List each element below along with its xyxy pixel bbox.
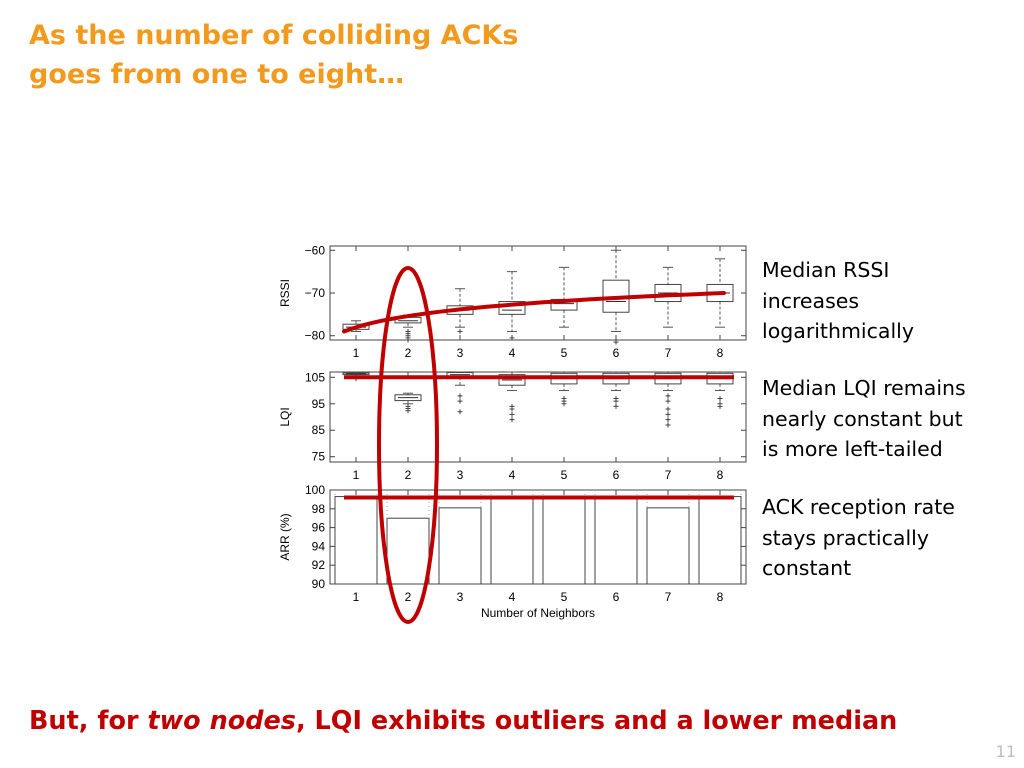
y-tick-label: −70 <box>305 286 326 300</box>
y-tick-label: 90 <box>312 577 326 591</box>
outlier-marker <box>509 335 515 341</box>
x-tick-label: 6 <box>613 346 620 360</box>
x-tick-label: 1 <box>353 590 360 604</box>
annotation-rssi-line: logarithmically <box>762 319 914 343</box>
annotation-lqi-line: Median LQI remains <box>762 376 966 400</box>
conclusion-part-1: But, for <box>29 706 148 736</box>
annotation-lqi-line: is more left-tailed <box>762 437 943 461</box>
y-tick-label: 105 <box>305 370 325 384</box>
x-tick-label: 5 <box>561 346 568 360</box>
x-tick-label: 4 <box>509 468 516 482</box>
outlier-marker <box>457 393 463 399</box>
x-tick-label: 8 <box>717 590 724 604</box>
outlier-marker <box>665 406 671 412</box>
y-tick-label: 75 <box>312 450 326 464</box>
y-tick-label: 92 <box>312 558 326 572</box>
y-tick-label: 85 <box>312 423 326 437</box>
y-tick-label: 96 <box>312 521 326 535</box>
bar <box>490 496 534 585</box>
y-tick-label: 98 <box>312 502 326 516</box>
bar <box>334 496 378 585</box>
x-tick-label: 8 <box>717 468 724 482</box>
outlier-marker <box>613 403 619 409</box>
x-tick-label: 3 <box>457 346 464 360</box>
outlier-marker <box>457 409 463 415</box>
annotation-lqi-line: nearly constant but <box>762 406 963 431</box>
y-axis-label: LQI <box>278 407 292 426</box>
outlier-marker <box>457 398 463 404</box>
annotation-rssi-line: increases <box>762 288 860 313</box>
y-axis-label: ARR (%) <box>278 513 292 560</box>
bar <box>646 507 690 585</box>
bar <box>386 517 430 585</box>
slide-title: As the number of colliding ACKs goes fro… <box>29 16 629 94</box>
y-tick-label: −80 <box>305 329 326 343</box>
outlier-marker <box>665 422 671 428</box>
outlier-marker <box>665 411 671 417</box>
outlier-marker <box>665 393 671 399</box>
conclusion-part-2: , LQI exhibits outliers and a lower medi… <box>295 706 898 736</box>
outlier-marker <box>717 395 723 401</box>
x-tick-label: 6 <box>613 468 620 482</box>
bar <box>698 496 742 585</box>
x-axis-label: Number of Neighbors <box>481 606 595 620</box>
outlier-marker <box>665 398 671 404</box>
x-tick-label: 2 <box>405 346 412 360</box>
outlier-marker <box>665 417 671 423</box>
annotation-lqi: Median LQI remains nearly constant but i… <box>762 373 966 465</box>
y-tick-label: −60 <box>305 243 326 257</box>
outlier-marker <box>561 401 567 407</box>
x-tick-label: 5 <box>561 590 568 604</box>
x-tick-label: 6 <box>613 590 620 604</box>
x-tick-label: 7 <box>665 346 672 360</box>
annotation-arr: ACK reception rate stays practically con… <box>762 492 955 584</box>
outlier-marker <box>613 398 619 404</box>
annotation-arr-line: constant <box>762 556 852 580</box>
x-tick-label: 4 <box>509 590 516 604</box>
y-tick-label: 100 <box>305 483 325 497</box>
bar <box>542 496 586 585</box>
conclusion-emphasis: two nodes <box>147 706 296 736</box>
x-tick-label: 7 <box>665 468 672 482</box>
x-tick-label: 7 <box>665 590 672 604</box>
x-tick-label: 3 <box>457 590 464 604</box>
outlier-marker <box>509 406 515 412</box>
outlier-marker <box>457 328 463 334</box>
x-tick-label: 5 <box>561 468 568 482</box>
y-tick-label: 95 <box>312 397 326 411</box>
outlier-marker <box>405 408 411 414</box>
annotation-arr-line: stays practically <box>762 525 929 550</box>
highlight-ellipse <box>377 266 439 624</box>
outlier-marker <box>509 411 515 417</box>
x-tick-label: 1 <box>353 346 360 360</box>
outlier-marker <box>613 339 619 345</box>
title-line-2: goes from one to eight… <box>29 59 405 90</box>
annotation-arr-line: ACK reception rate <box>762 495 955 519</box>
outlier-marker <box>717 403 723 409</box>
bar <box>594 496 638 585</box>
x-tick-label: 2 <box>405 590 412 604</box>
outlier-marker <box>405 337 411 343</box>
x-tick-label: 1 <box>353 468 360 482</box>
page-number: 11 <box>995 742 1016 761</box>
x-tick-label: 3 <box>457 468 464 482</box>
title-line-1: As the number of colliding ACKs <box>29 20 519 51</box>
plot-frame <box>329 371 747 463</box>
y-axis-label: RSSI <box>278 279 292 307</box>
bottom-conclusion: But, for two nodes, LQI exhibits outlier… <box>29 706 897 736</box>
x-tick-label: 4 <box>509 346 516 360</box>
x-tick-label: 8 <box>717 346 724 360</box>
rssi-trend-line <box>342 291 726 334</box>
x-tick-label: 2 <box>405 468 412 482</box>
y-tick-label: 94 <box>312 539 326 553</box>
outlier-marker <box>509 417 515 423</box>
annotation-rssi-line: Median RSSI <box>762 258 890 282</box>
annotation-rssi: Median RSSI increases logarithmically <box>762 255 914 347</box>
bar <box>438 507 482 585</box>
